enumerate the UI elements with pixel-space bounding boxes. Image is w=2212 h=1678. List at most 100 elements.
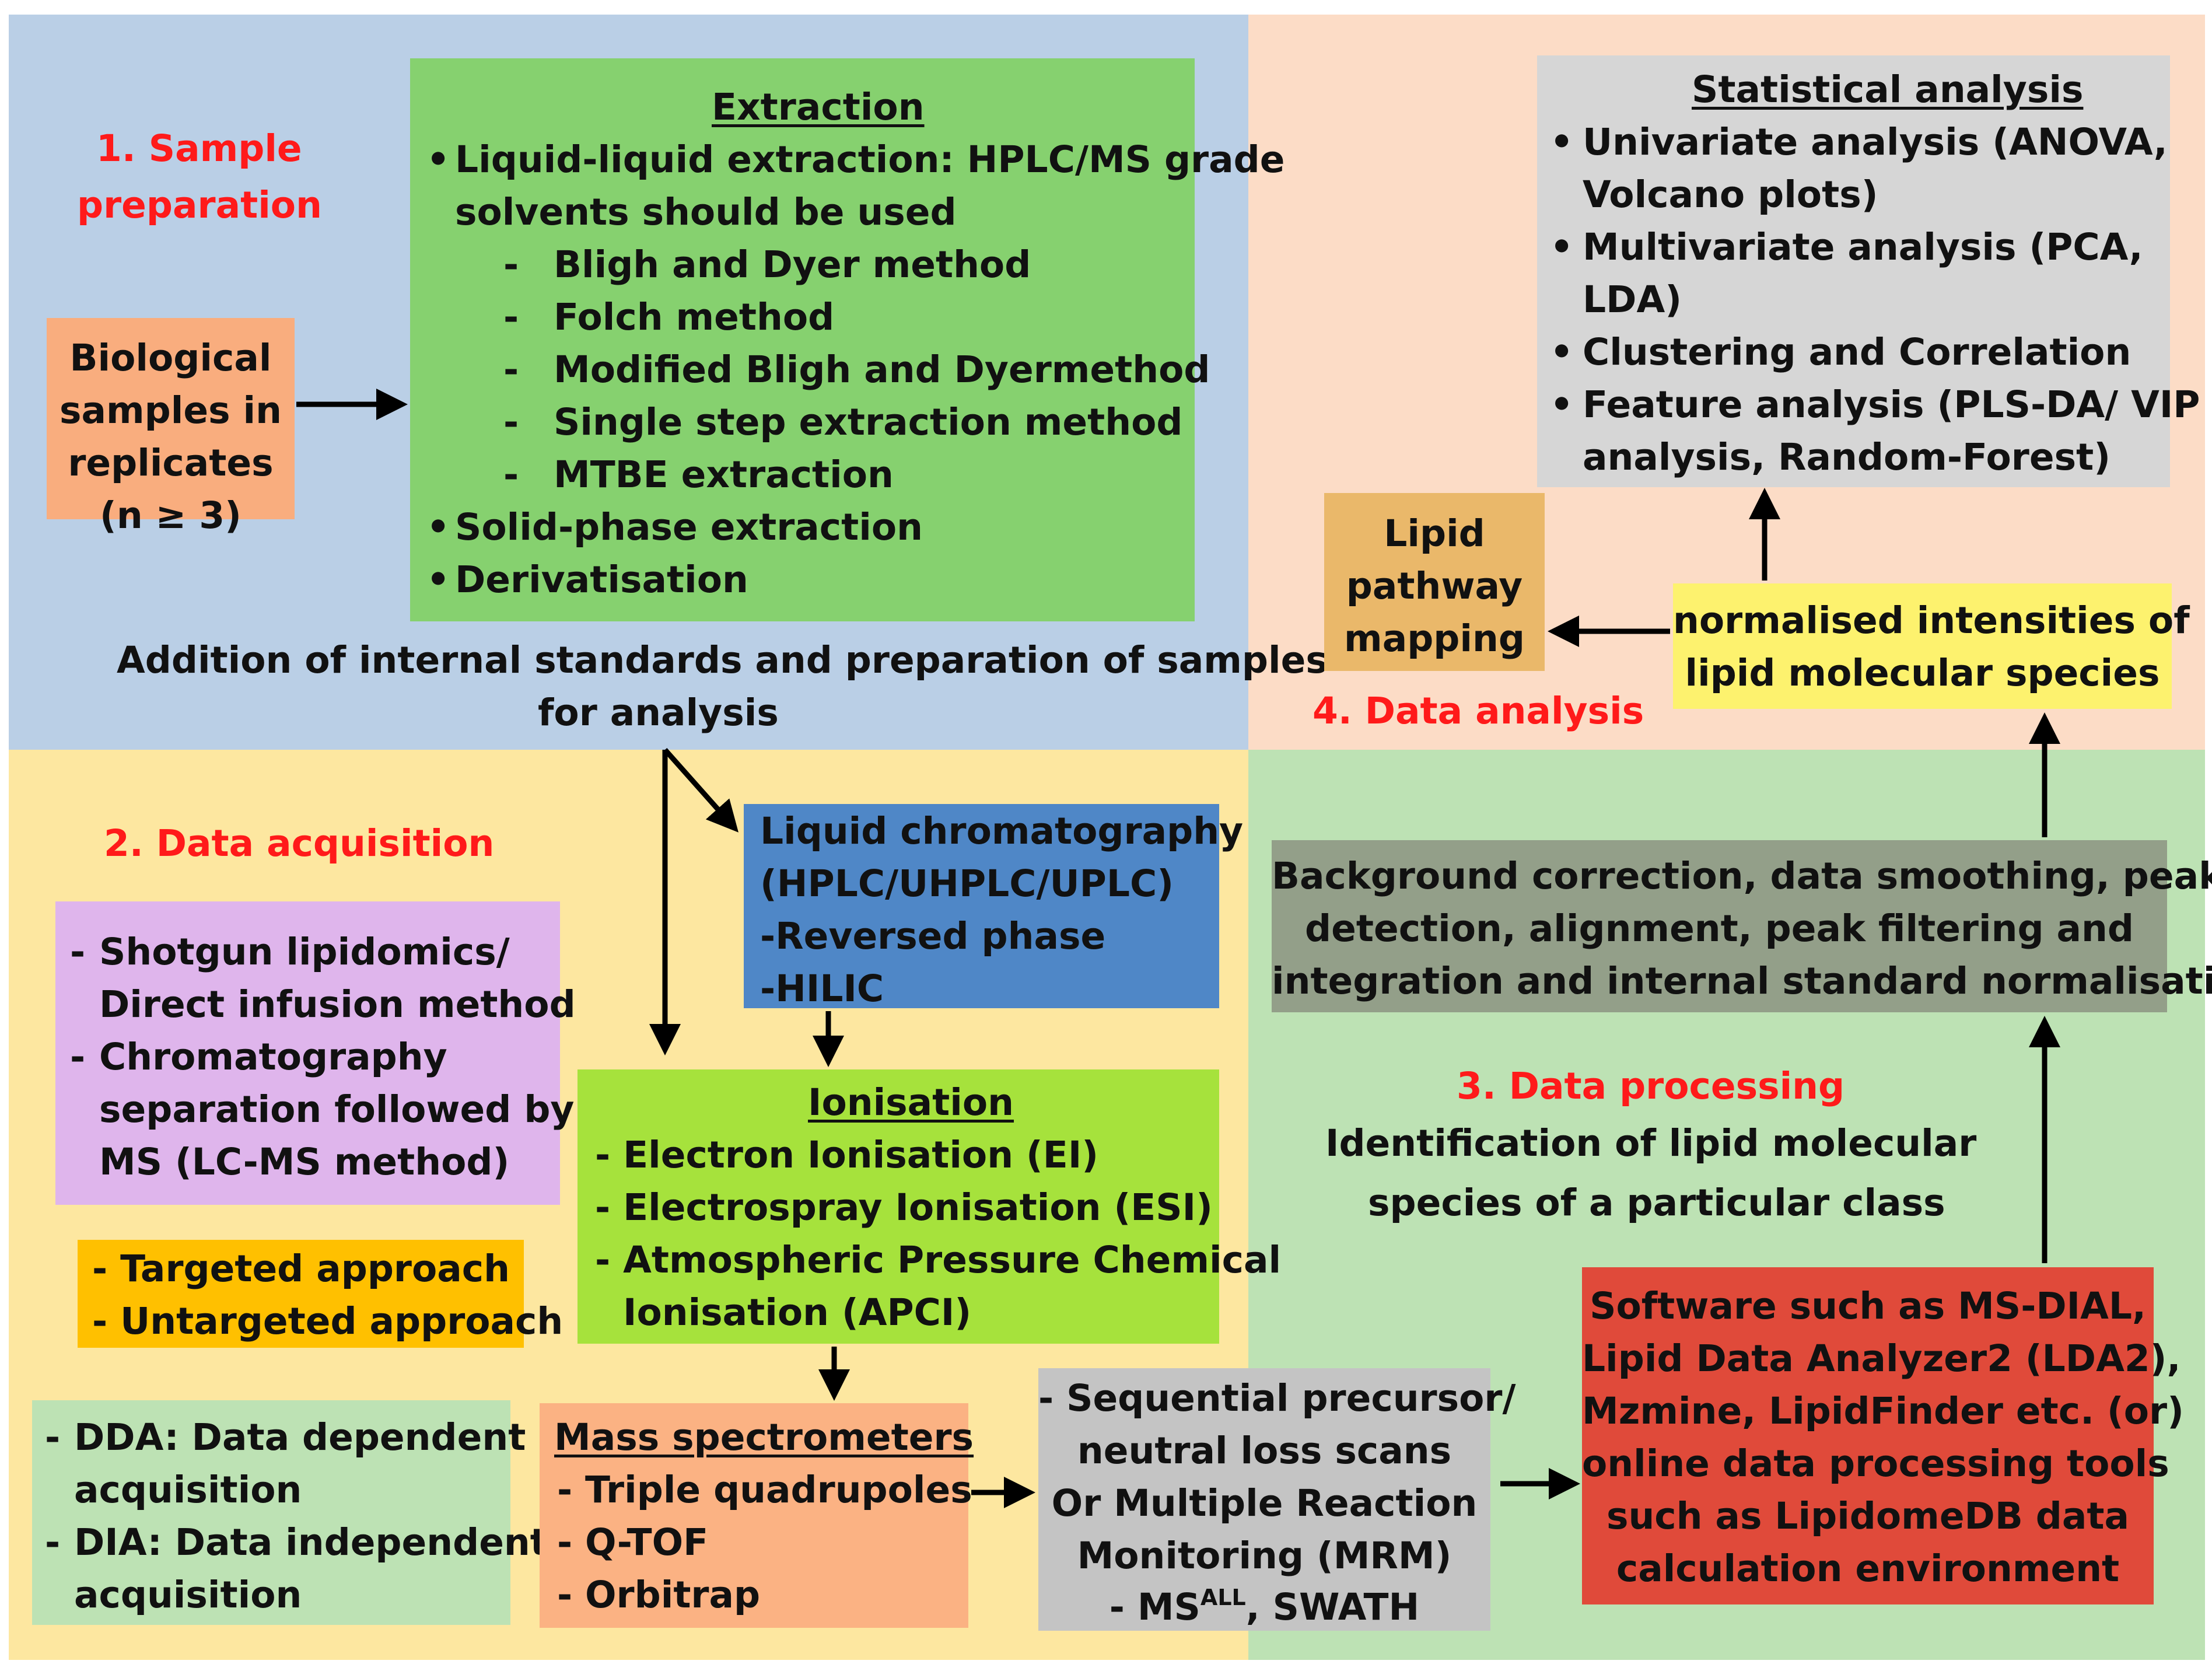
lc-line: Liquid chromatography bbox=[760, 810, 1244, 852]
lc-line: -HILIC bbox=[760, 967, 884, 1010]
software-line: such as LipidomeDB data bbox=[1606, 1495, 2130, 1537]
sequential-line: neutral loss scans bbox=[1077, 1429, 1452, 1472]
shotgun-box: - Shotgun lipidomics/ Direct infusion me… bbox=[55, 901, 576, 1205]
extraction-line: MTBE extraction bbox=[554, 453, 894, 496]
statistical-line: Feature analysis (PLS-DA/ VIP bbox=[1583, 383, 2200, 426]
dda-dia-box: - DDA: Data dependent acquisition - DIA:… bbox=[32, 1400, 548, 1625]
mass-line: Q-TOF bbox=[585, 1521, 709, 1564]
identification-text: species of a particular class bbox=[1368, 1181, 1945, 1224]
dda-line: acquisition bbox=[74, 1469, 302, 1511]
software-box: Software such as MS-DIAL, Lipid Data Ana… bbox=[1582, 1267, 2184, 1604]
bullet: • bbox=[1550, 121, 1574, 163]
section-label-data-acquisition: 2. Data acquisition bbox=[104, 822, 495, 865]
section-label-sample-preparation-2: preparation bbox=[77, 184, 322, 226]
shotgun-line: MS (LC-MS method) bbox=[99, 1141, 510, 1183]
biological-line: (n ≥ 3) bbox=[100, 494, 242, 537]
shotgun-line: Direct infusion method bbox=[99, 983, 576, 1026]
statistical-line: Univariate analysis (ANOVA, bbox=[1583, 121, 2168, 163]
bullet: • bbox=[426, 558, 450, 601]
targeted-line: - Targeted approach bbox=[92, 1247, 510, 1290]
identification-text: Identification of lipid molecular bbox=[1325, 1122, 1977, 1165]
background-line: Background correction, data smoothing, p… bbox=[1272, 855, 2212, 897]
biological-line: samples in bbox=[60, 389, 282, 432]
software-line: Lipid Data Analyzer2 (LDA2), bbox=[1582, 1337, 2181, 1380]
targeted-approach-box: - Targeted approach - Untargeted approac… bbox=[78, 1240, 563, 1348]
extraction-line: Single step extraction method bbox=[554, 401, 1183, 443]
dash: - bbox=[45, 1521, 61, 1564]
statistical-line: analysis, Random-Forest) bbox=[1583, 436, 2111, 478]
normalised-line: lipid molecular species bbox=[1685, 652, 2160, 694]
biological-line: replicates bbox=[68, 442, 274, 484]
extraction-line: Bligh and Dyer method bbox=[554, 243, 1031, 286]
section-label-sample-preparation: 1. Sample bbox=[96, 127, 302, 170]
sequential-line: - Sequential precursor/ bbox=[1038, 1377, 1516, 1420]
dash: - bbox=[503, 453, 519, 496]
sequential-line: Monitoring (MRM) bbox=[1077, 1534, 1452, 1577]
lipid-pathway-box: Lipid pathway mapping bbox=[1324, 493, 1545, 671]
extraction-line: Liquid-liquid extraction: HPLC/MS grade bbox=[455, 138, 1285, 181]
internal-standards-text: for analysis bbox=[538, 691, 779, 734]
bullet: • bbox=[1550, 331, 1574, 373]
section-label-data-processing: 3. Data processing bbox=[1457, 1065, 1845, 1107]
statistical-analysis-box: Statistical analysis • Univariate analys… bbox=[1537, 55, 2200, 487]
software-line: online data processing tools bbox=[1582, 1442, 2169, 1485]
statistical-line: Clustering and Correlation bbox=[1583, 331, 2132, 373]
dash: - bbox=[45, 1416, 61, 1459]
extraction-line: Folch method bbox=[554, 296, 835, 338]
extraction-box: Extraction • Liquid-liquid extraction: H… bbox=[410, 58, 1284, 621]
dash: - bbox=[557, 1574, 573, 1616]
statistical-line: Volcano plots) bbox=[1583, 173, 1878, 216]
software-line: Mzmine, LipidFinder etc. (or) bbox=[1582, 1390, 2184, 1432]
software-line: Software such as MS-DIAL, bbox=[1590, 1285, 2146, 1327]
mass-line: Triple quadrupoles bbox=[585, 1469, 972, 1511]
extraction-line: Derivatisation bbox=[455, 558, 748, 601]
dash: - bbox=[503, 401, 519, 443]
dash: - bbox=[557, 1469, 573, 1511]
statistical-line: Multivariate analysis (PCA, bbox=[1583, 226, 2143, 268]
ionisation-line: - Atmospheric Pressure Chemical bbox=[595, 1239, 1282, 1281]
section-label-data-analysis: 4. Data analysis bbox=[1312, 690, 1644, 732]
extraction-title: Extraction bbox=[712, 86, 925, 128]
shotgun-line: separation followed by bbox=[99, 1088, 575, 1131]
mass-line: Orbitrap bbox=[585, 1574, 761, 1616]
ms-superscript: ALL bbox=[1200, 1585, 1246, 1610]
dda-line: acquisition bbox=[74, 1574, 302, 1616]
dash: - bbox=[503, 348, 519, 391]
software-line: calculation environment bbox=[1616, 1547, 2120, 1590]
biological-samples-box: Biological samples in replicates (n ≥ 3) bbox=[47, 318, 295, 534]
liquid-chromatography-box: Liquid chromatography (HPLC/UHPLC/UPLC) … bbox=[744, 804, 1243, 1010]
background-line: integration and internal standard normal… bbox=[1272, 960, 2212, 1002]
dash: - bbox=[503, 296, 519, 338]
mass-title: Mass spectrometers bbox=[554, 1416, 974, 1459]
bullet: • bbox=[1550, 226, 1574, 268]
dash: - bbox=[503, 243, 519, 286]
sequential-line: - MSALL, SWATH bbox=[1038, 1586, 1490, 1625]
normalised-intensities-box: normalised intensities of lipid molecula… bbox=[1673, 583, 2190, 709]
lipid-pathway-line: mapping bbox=[1344, 617, 1525, 660]
mass-spectrometers-box: Mass spectrometers - Triple quadrupoles … bbox=[540, 1403, 974, 1628]
ionisation-line: - Electrospray Ionisation (ESI) bbox=[595, 1186, 1213, 1229]
ionisation-title: Ionisation bbox=[808, 1081, 1014, 1124]
shotgun-line: Shotgun lipidomics/ bbox=[99, 931, 510, 973]
extraction-line: solvents should be used bbox=[455, 191, 957, 233]
statistical-line: LDA) bbox=[1583, 278, 1682, 321]
lipid-pathway-line: pathway bbox=[1346, 565, 1523, 607]
statistical-title: Statistical analysis bbox=[1692, 68, 2084, 111]
dda-line: DIA: Data independent bbox=[74, 1521, 548, 1564]
extraction-line: Modified Bligh and Dyermethod bbox=[554, 348, 1210, 391]
background-correction-box: Background correction, data smoothing, p… bbox=[1272, 840, 2212, 1012]
lc-line: (HPLC/UHPLC/UPLC) bbox=[760, 862, 1174, 905]
shotgun-line: Chromatography bbox=[99, 1036, 447, 1078]
sequential-line: Or Multiple Reaction bbox=[1051, 1482, 1478, 1525]
bullet: • bbox=[426, 138, 450, 181]
ionisation-box: Ionisation - Electron Ionisation (EI) - … bbox=[578, 1069, 1281, 1344]
ionisation-line: Ionisation (APCI) bbox=[623, 1291, 972, 1334]
arrow-prep-to-lc bbox=[663, 748, 738, 833]
targeted-line: - Untargeted approach bbox=[92, 1300, 564, 1343]
lipid-pathway-line: Lipid bbox=[1384, 512, 1485, 555]
ionisation-line: - Electron Ionisation (EI) bbox=[595, 1134, 1099, 1176]
dash: - bbox=[70, 1036, 86, 1078]
bullet: • bbox=[1550, 383, 1574, 426]
